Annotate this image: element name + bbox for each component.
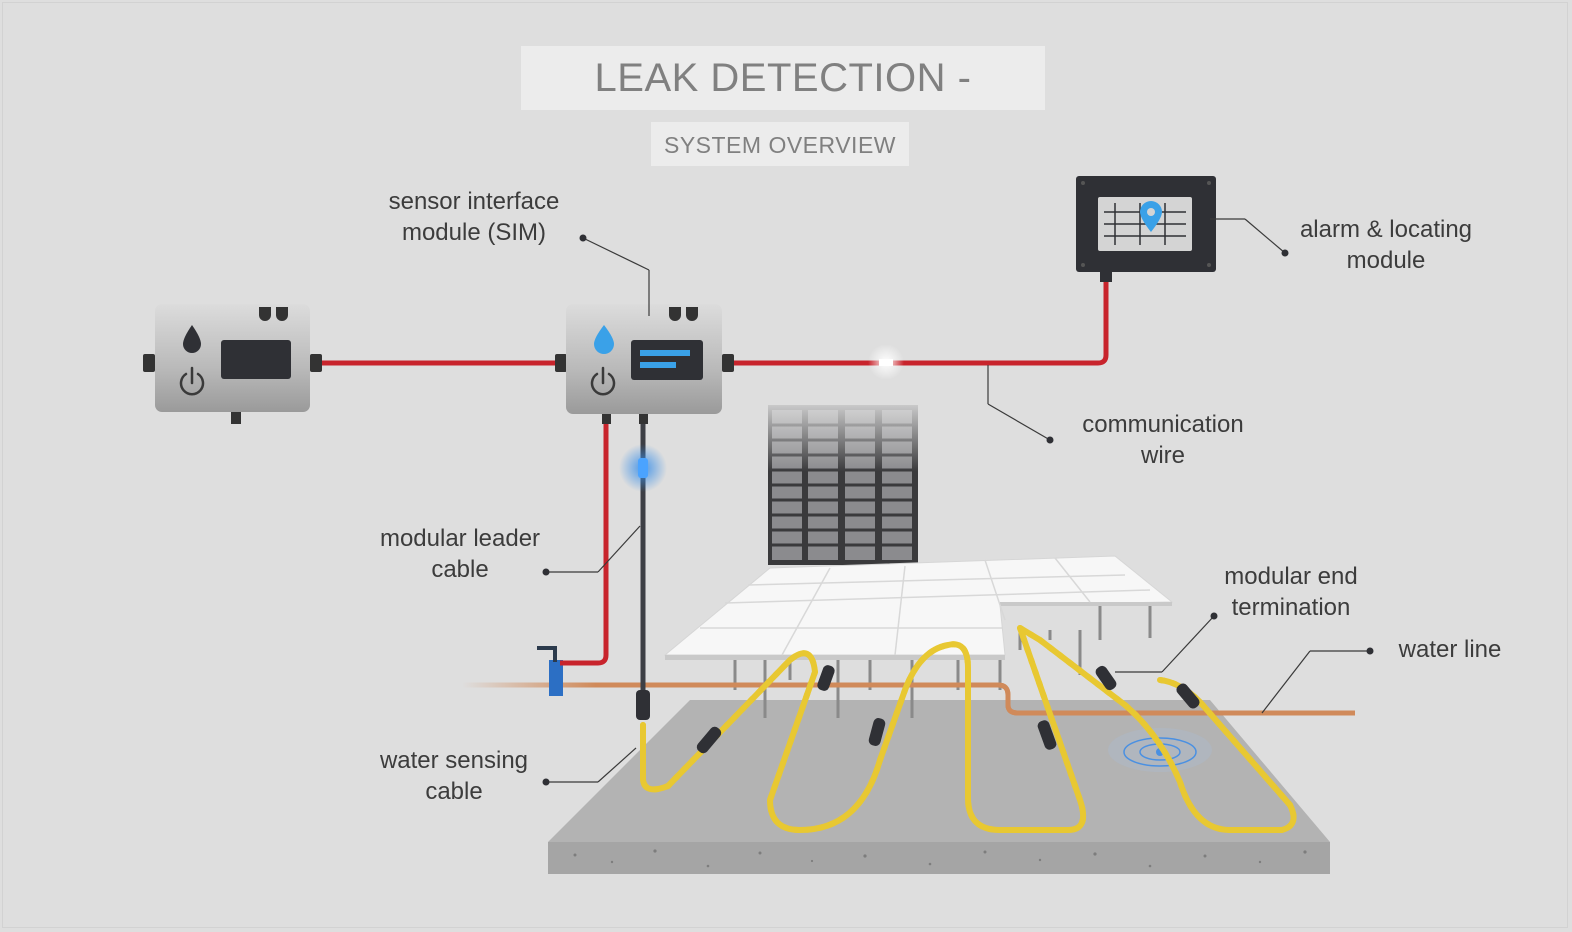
label-text: sensor interface bbox=[388, 188, 560, 215]
alarm-locating-module bbox=[1076, 176, 1216, 282]
label-text: communication bbox=[1082, 411, 1244, 438]
label-alarm-locating-module: alarm & locating module bbox=[1288, 214, 1484, 276]
label-text: water line bbox=[1398, 636, 1502, 663]
power-icon bbox=[590, 366, 616, 396]
water-pipe bbox=[462, 646, 1355, 716]
label-water-sensing-cable: water sensing cable bbox=[368, 745, 540, 807]
pipe-valve bbox=[537, 646, 563, 696]
label-modular-end-termination: modular end termination bbox=[1212, 561, 1370, 623]
diagram-subtitle: SYSTEM OVERVIEW bbox=[651, 122, 909, 166]
water-drop-icon bbox=[183, 325, 201, 353]
label-text: wire bbox=[1140, 442, 1185, 469]
label-text: water sensing bbox=[379, 747, 529, 774]
label-text: module bbox=[1346, 247, 1426, 274]
callout-leaders bbox=[542, 218, 1374, 786]
communication-wire bbox=[68, 280, 1109, 540]
label-text: module (SIM) bbox=[401, 219, 547, 246]
label-water-line: water line bbox=[1388, 634, 1512, 665]
label-text: cable bbox=[431, 556, 489, 583]
led-indicator-icon bbox=[619, 444, 667, 492]
label-modular-leader-cable: modular leader cable bbox=[368, 523, 552, 585]
label-text: cable bbox=[425, 778, 483, 805]
sensor-interface-module-sim bbox=[555, 304, 734, 414]
raised-floor bbox=[663, 555, 1174, 660]
water-drop-icon bbox=[594, 325, 614, 354]
sensor-interface-module-left bbox=[143, 304, 322, 412]
label-text: modular end bbox=[1224, 563, 1358, 590]
label-text: termination bbox=[1231, 594, 1351, 621]
location-pin-icon bbox=[1140, 201, 1162, 232]
label-communication-wire: communication wire bbox=[1068, 409, 1258, 471]
server-racks bbox=[760, 395, 930, 565]
label-text: alarm & locating bbox=[1299, 216, 1473, 243]
power-icon bbox=[179, 366, 205, 396]
label-sensor-interface-module: sensor interface module (SIM) bbox=[378, 186, 570, 248]
water-sensing-cable bbox=[640, 625, 1294, 833]
label-text: modular leader bbox=[379, 525, 541, 552]
